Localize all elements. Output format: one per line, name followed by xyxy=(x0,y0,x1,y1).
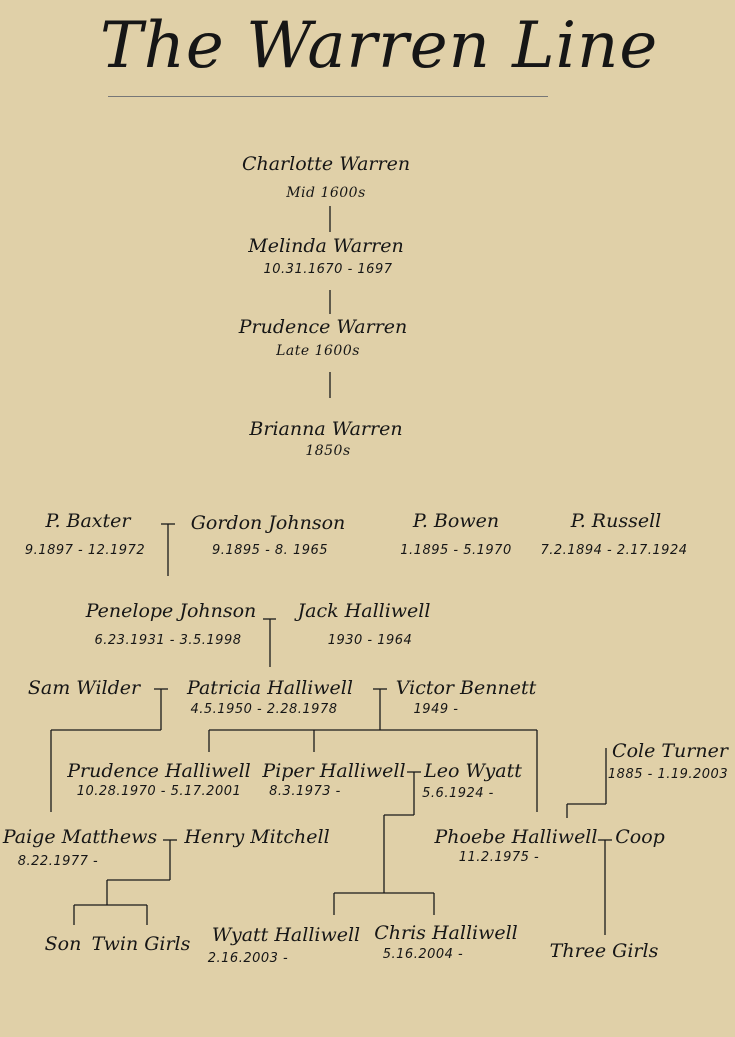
person-name-patricia-halliwell: Patricia Halliwell xyxy=(187,677,353,699)
person-date-victor-bennett: 1949 - xyxy=(413,702,459,717)
person-date-wyatt-halliwell: 2.16.2003 - xyxy=(207,951,289,966)
person-name-brianna-warren: Brianna Warren xyxy=(249,418,403,440)
page-title: The Warren Line xyxy=(100,9,659,83)
person-name-piper-halliwell: Piper Halliwell xyxy=(262,760,406,782)
person-name-cole-turner: Cole Turner xyxy=(612,740,728,762)
person-name-paige-matthews: Paige Matthews xyxy=(2,826,158,848)
person-name-son: Son xyxy=(44,933,82,955)
person-date-paige-matthews: 8.22.1977 - xyxy=(17,854,99,869)
person-name-henry-mitchell: Henry Mitchell xyxy=(184,826,330,848)
person-name-jack-halliwell: Jack Halliwell xyxy=(297,600,431,622)
person-date-p-russell: 7.2.1894 - 2.17.1924 xyxy=(540,543,688,558)
person-name-p-baxter: P. Baxter xyxy=(45,510,131,532)
person-date-cole-turner: 1885 - 1.19.2003 xyxy=(607,767,729,782)
person-name-phoebe-halliwell: Phoebe Halliwell xyxy=(434,826,598,848)
person-date-prudence-halliwell: 10.28.1970 - 5.17.2001 xyxy=(76,784,242,799)
person-name-prudence-warren: Prudence Warren xyxy=(238,316,408,338)
person-name-twin-girls: Twin Girls xyxy=(91,933,191,955)
person-name-three-girls: Three Girls xyxy=(549,940,659,962)
person-name-charlotte-warren: Charlotte Warren xyxy=(241,153,411,175)
person-date-piper-halliwell: 8.3.1973 - xyxy=(269,784,341,799)
person-name-wyatt-halliwell: Wyatt Halliwell xyxy=(211,924,361,946)
person-date-p-baxter: 9.1897 - 12.1972 xyxy=(24,543,146,558)
person-date-brianna-warren: 1850s xyxy=(305,443,351,459)
person-name-chris-halliwell: Chris Halliwell xyxy=(374,922,518,944)
person-date-penelope-johnson: 6.23.1931 - 3.5.1998 xyxy=(94,633,242,648)
person-name-sam-wilder: Sam Wilder xyxy=(27,677,141,699)
person-date-prudence-warren: Late 1600s xyxy=(276,343,360,359)
person-date-gordon-johnson: 9.1895 - 8. 1965 xyxy=(211,543,329,558)
person-name-penelope-johnson: Penelope Johnson xyxy=(85,600,257,622)
person-date-leo-wyatt: 5.6.1924 - xyxy=(422,786,494,801)
person-name-coop: Coop xyxy=(615,826,665,848)
title-underline xyxy=(108,96,548,97)
person-date-melinda-warren: 10.31.1670 - 1697 xyxy=(263,262,393,277)
person-date-charlotte-warren: Mid 1600s xyxy=(286,185,366,201)
person-name-prudence-halliwell: Prudence Halliwell xyxy=(67,760,251,782)
person-name-p-bowen: P. Bowen xyxy=(412,510,500,532)
person-name-gordon-johnson: Gordon Johnson xyxy=(190,512,346,534)
person-name-victor-bennett: Victor Bennett xyxy=(395,677,537,699)
person-date-jack-halliwell: 1930 - 1964 xyxy=(327,633,413,648)
person-name-p-russell: P. Russell xyxy=(570,510,662,532)
person-name-leo-wyatt: Leo Wyatt xyxy=(424,760,522,782)
person-name-melinda-warren: Melinda Warren xyxy=(248,235,404,257)
person-date-patricia-halliwell: 4.5.1950 - 2.28.1978 xyxy=(190,702,338,717)
person-date-phoebe-halliwell: 11.2.1975 - xyxy=(458,850,540,865)
person-date-p-bowen: 1.1895 - 5.1970 xyxy=(400,543,512,558)
person-date-chris-halliwell: 5.16.2004 - xyxy=(382,947,464,962)
